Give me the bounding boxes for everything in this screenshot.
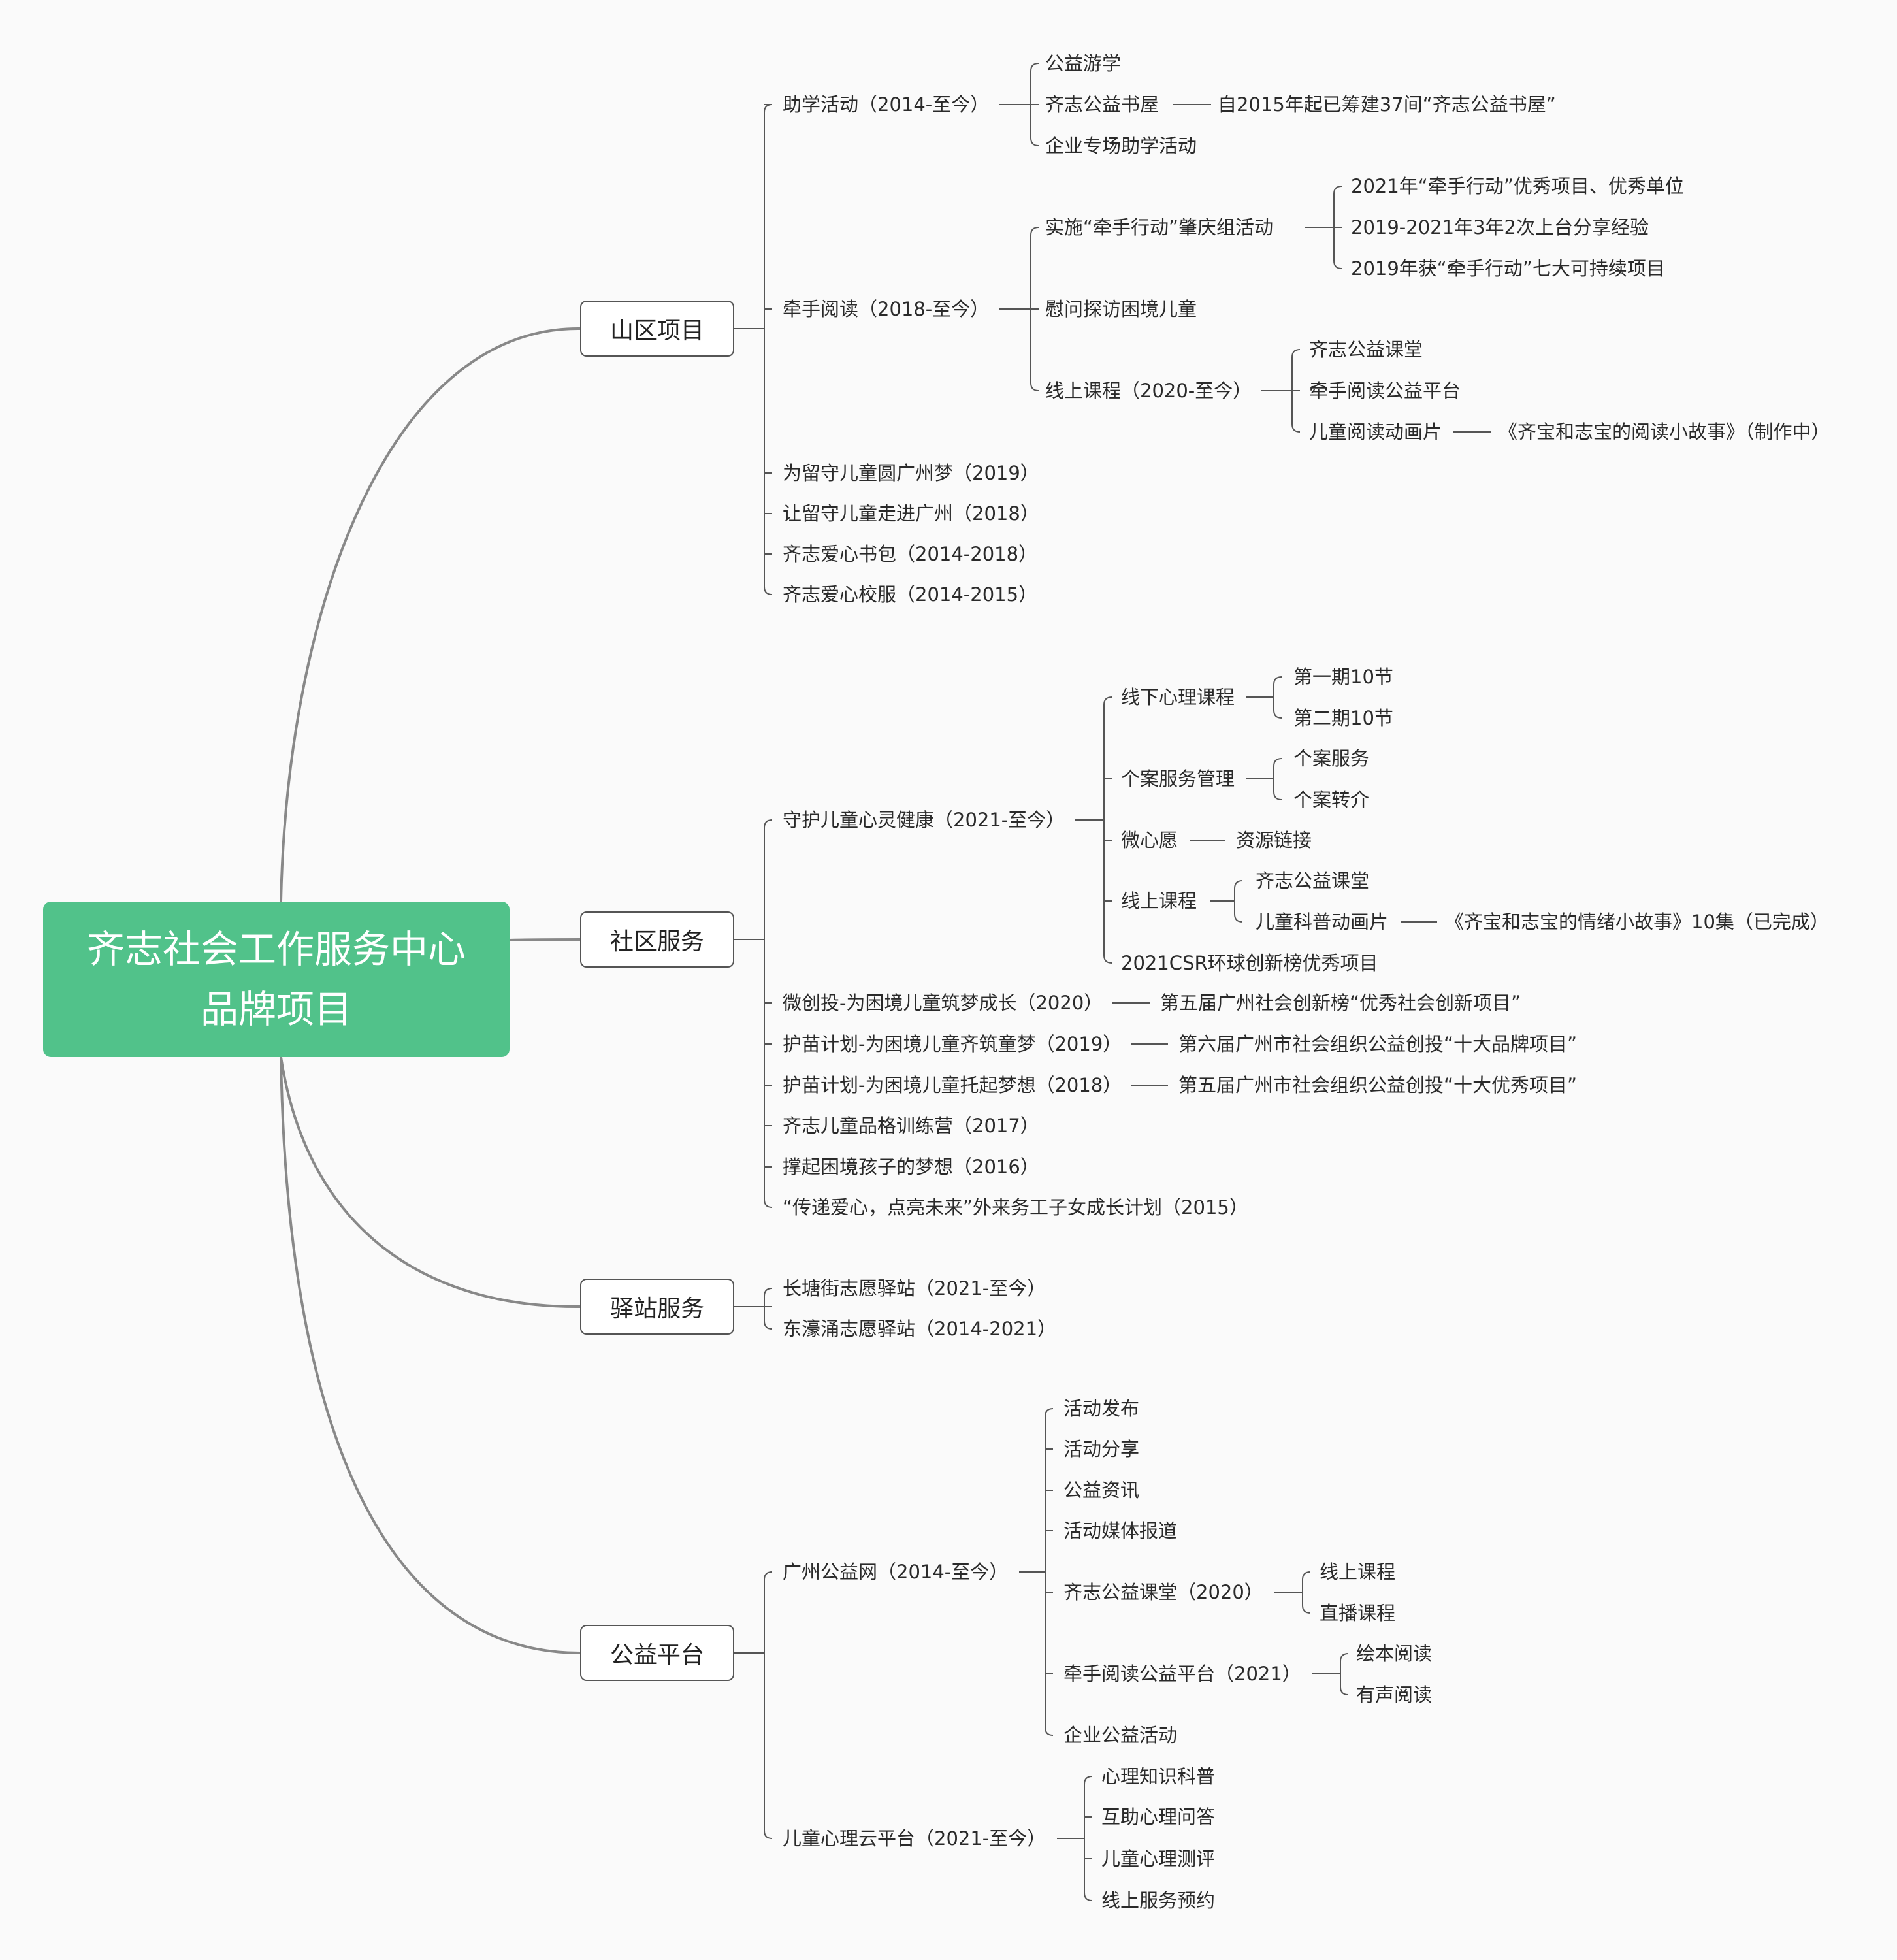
topic-shuwu-note[interactable]: 自2015年起已筹建37间“齐志公益书屋” bbox=[1218, 93, 1556, 116]
topic-dierqi[interactable]: 第二期10节 bbox=[1293, 707, 1393, 729]
branch-node-yizhan[interactable]: 驿站服务 bbox=[580, 1279, 734, 1335]
topic-xinli-wenda[interactable]: 互助心理问答 bbox=[1101, 1806, 1216, 1828]
topic-shishi-award2[interactable]: 2019-2021年3年2次上台分享经验 bbox=[1351, 216, 1649, 238]
topic-chengqi[interactable]: 撑起困境孩子的梦想（2016） bbox=[783, 1156, 1039, 1178]
curve-yizhan bbox=[280, 1056, 581, 1309]
topic-gzgyw[interactable]: 广州公益网（2014-至今） bbox=[783, 1561, 1009, 1583]
topic-shequ-ketang[interactable]: 齐志公益课堂 bbox=[1256, 870, 1370, 892]
topic-meiti-baodao[interactable]: 活动媒体报道 bbox=[1063, 1520, 1178, 1542]
topic-weixinyuan[interactable]: 微心愿 bbox=[1121, 829, 1178, 851]
topic-shishi-award1[interactable]: 2021年“牵手行动”优秀项目、优秀单位 bbox=[1351, 175, 1684, 197]
root-curves bbox=[280, 327, 581, 1654]
curve-shanqu bbox=[280, 327, 581, 902]
topic-changtang[interactable]: 长塘街志愿驿站（2021-至今） bbox=[783, 1277, 1046, 1299]
topic-weichuangtou[interactable]: 微创投-为困境儿童筑梦成长（2020） bbox=[783, 992, 1103, 1014]
topic-youxue[interactable]: 公益游学 bbox=[1045, 52, 1122, 74]
topic-csr[interactable]: 2021CSR环球创新榜优秀项目 bbox=[1121, 952, 1378, 974]
topic-shubao[interactable]: 齐志爱心书包（2014-2018） bbox=[783, 543, 1038, 565]
topic-liushou-2019[interactable]: 为留守儿童圆广州梦（2019） bbox=[783, 462, 1039, 484]
topic-qianshou-pingtai[interactable]: 牵手阅读公益平台 bbox=[1309, 380, 1461, 402]
topic-shuwu[interactable]: 齐志公益书屋 bbox=[1045, 93, 1159, 116]
topic-shequ-xianshang[interactable]: 线上课程 bbox=[1121, 890, 1197, 912]
curve-shequ bbox=[509, 938, 581, 941]
topic-pinge[interactable]: 齐志儿童品格训练营（2017） bbox=[783, 1115, 1039, 1137]
topic-huodong-fenxiang[interactable]: 活动分享 bbox=[1063, 1438, 1140, 1460]
root-title-line1: 齐志社会工作服务中心 bbox=[86, 927, 466, 972]
topic-qiye-gongyi[interactable]: 企业公益活动 bbox=[1063, 1724, 1178, 1746]
topic-xianxia-xinli[interactable]: 线下心理课程 bbox=[1121, 686, 1235, 708]
topic-yuedu-donghua-note[interactable]: 《齐宝和志宝的阅读小故事》（制作中） bbox=[1499, 421, 1830, 443]
topic-xianshang-kecheng[interactable]: 线上课程（2020-至今） bbox=[1045, 380, 1252, 402]
topic-zhuanchang[interactable]: 企业专场助学活动 bbox=[1045, 135, 1197, 157]
topic-xinli-ceping[interactable]: 儿童心理测评 bbox=[1101, 1848, 1216, 1870]
topic-huiben-yuedu[interactable]: 绘本阅读 bbox=[1356, 1642, 1433, 1665]
tree-brackets bbox=[734, 63, 1491, 1901]
topic-yousheng-yuedu[interactable]: 有声阅读 bbox=[1356, 1684, 1433, 1706]
branch-node-gongyi[interactable]: 公益平台 bbox=[580, 1625, 734, 1681]
topic-ketang-zhibo[interactable]: 直播课程 bbox=[1320, 1602, 1396, 1624]
topic-shishi-award3[interactable]: 2019年获“牵手行动”七大可持续项目 bbox=[1351, 257, 1665, 280]
topic-diyiqi[interactable]: 第一期10节 bbox=[1293, 666, 1393, 688]
topic-shishi[interactable]: 实施“牵手行动”肇庆组活动 bbox=[1045, 216, 1274, 238]
topic-xinli-kepu[interactable]: 心理知识科普 bbox=[1101, 1765, 1216, 1788]
curve-gongyi bbox=[280, 1056, 581, 1654]
topic-qianshou[interactable]: 牵手阅读（2018-至今） bbox=[783, 298, 990, 320]
topic-gean-guanli[interactable]: 个案服务管理 bbox=[1121, 768, 1235, 790]
topic-xinliyun[interactable]: 儿童心理云平台（2021-至今） bbox=[783, 1827, 1046, 1850]
topic-gean-zhuanjie[interactable]: 个案转介 bbox=[1293, 789, 1370, 811]
topic-gean-fuwu[interactable]: 个案服务 bbox=[1293, 747, 1370, 770]
branch-node-shequ[interactable]: 社区服务 bbox=[580, 911, 734, 968]
topic-ziyuan-lianjie[interactable]: 资源链接 bbox=[1236, 829, 1312, 851]
topic-humiao-2019[interactable]: 护苗计划-为困境儿童齐筑童梦（2019） bbox=[783, 1033, 1122, 1055]
topic-chuandi[interactable]: “传递爱心，点亮未来”外来务工子女成长计划（2015） bbox=[783, 1196, 1248, 1218]
topic-humiao-2018[interactable]: 护苗计划-为困境儿童托起梦想（2018） bbox=[783, 1074, 1122, 1096]
topic-donghao[interactable]: 东濠涌志愿驿站（2014-2021） bbox=[783, 1318, 1057, 1340]
topic-fuwu-yuyue[interactable]: 线上服务预约 bbox=[1101, 1889, 1216, 1912]
root-title-line2: 品牌项目 bbox=[200, 987, 352, 1032]
topic-ketang-xianshang[interactable]: 线上课程 bbox=[1320, 1561, 1396, 1583]
topic-weichuangtou-note[interactable]: 第五届广州社会创新榜“优秀社会创新项目” bbox=[1160, 992, 1521, 1014]
topic-weiwen[interactable]: 慰问探访困境儿童 bbox=[1045, 298, 1197, 320]
topic-yuedu-donghua[interactable]: 儿童阅读动画片 bbox=[1309, 421, 1442, 443]
topic-xiaofu[interactable]: 齐志爱心校服（2014-2015） bbox=[783, 583, 1038, 606]
topic-humiao-2019-note[interactable]: 第六届广州市社会组织公益创投“十大品牌项目” bbox=[1178, 1033, 1578, 1055]
topic-zhuxue[interactable]: 助学活动（2014-至今） bbox=[783, 93, 990, 116]
topic-gzgyw-ketang[interactable]: 齐志公益课堂（2020） bbox=[1063, 1581, 1263, 1603]
topic-liushou-2018[interactable]: 让留守儿童走进广州（2018） bbox=[783, 502, 1039, 525]
topic-kepu-donghua-note[interactable]: 《齐宝和志宝的情绪小故事》10集（已完成） bbox=[1445, 911, 1829, 933]
topic-gzgyw-qianshou[interactable]: 牵手阅读公益平台（2021） bbox=[1063, 1663, 1301, 1685]
topic-shouhu[interactable]: 守护儿童心灵健康（2021-至今） bbox=[783, 809, 1065, 831]
topic-humiao-2018-note[interactable]: 第五届广州市社会组织公益创投“十大优秀项目” bbox=[1178, 1074, 1578, 1096]
topic-gongyi-ketang[interactable]: 齐志公益课堂 bbox=[1309, 338, 1423, 361]
branch-node-shanqu[interactable]: 山区项目 bbox=[580, 301, 734, 357]
topic-kepu-donghua[interactable]: 儿童科普动画片 bbox=[1256, 911, 1389, 933]
topic-gongyi-zixun[interactable]: 公益资讯 bbox=[1063, 1479, 1140, 1501]
topic-huodong-fabu[interactable]: 活动发布 bbox=[1063, 1397, 1140, 1420]
root-node[interactable]: 齐志社会工作服务中心 品牌项目 bbox=[43, 902, 510, 1057]
